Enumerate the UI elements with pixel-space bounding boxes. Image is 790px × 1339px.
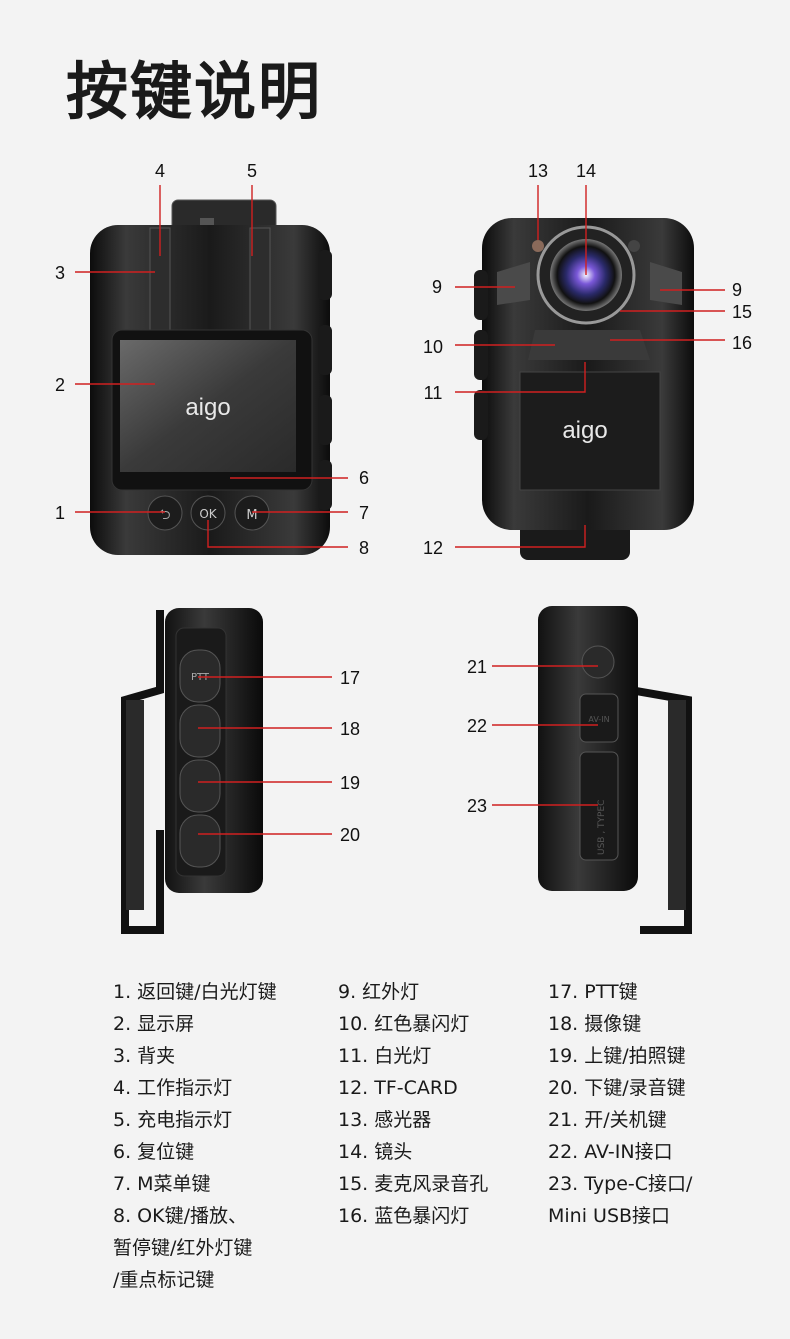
logo-aigo-lens: aigo <box>562 417 607 444</box>
legend-column-3: 17. PTT键 18. 摄像键 19. 上键/拍照键 20. 下键/录音键 2… <box>548 976 692 1232</box>
callout-4: 4 <box>155 161 165 181</box>
legend-item: Mini USB接口 <box>548 1205 671 1227</box>
svg-text:USB , TYPEC: USB , TYPEC <box>597 800 607 855</box>
legend-item: 4. 工作指示灯 <box>113 1077 233 1099</box>
svg-text:OK: OK <box>199 507 217 521</box>
logo-aigo-front: aigo <box>185 394 230 421</box>
callout-12: 12 <box>423 538 443 558</box>
page-title: 按键说明 <box>66 55 323 128</box>
legend-item: 8. OK键/播放、 <box>113 1205 247 1227</box>
down-button <box>179 814 221 868</box>
legend-item: 9. 红外灯 <box>338 981 420 1003</box>
callout-8: 8 <box>359 538 369 558</box>
callout-5: 5 <box>247 161 257 181</box>
legend-item: 10. 红色暴闪灯 <box>338 1013 470 1035</box>
legend-item: 14. 镜头 <box>338 1141 413 1163</box>
legend-column-2: 9. 红外灯 10. 红色暴闪灯 11. 白光灯 12. TF-CARD 13.… <box>338 976 488 1232</box>
callout-22: 22 <box>467 716 487 736</box>
callout-21: 21 <box>467 657 487 677</box>
legend-item: /重点标记键 <box>113 1269 215 1291</box>
legend-item: 1. 返回键/白光灯键 <box>113 981 277 1003</box>
legend-item: 5. 充电指示灯 <box>113 1109 233 1131</box>
legend-item: 2. 显示屏 <box>113 1013 195 1035</box>
back-button <box>147 495 183 531</box>
callout-13: 13 <box>528 161 548 181</box>
callout-19: 19 <box>340 773 360 793</box>
device-side-ports: AV-IN USB , TYPEC <box>538 606 692 934</box>
svg-text:⮌: ⮌ <box>159 507 170 523</box>
callout-3: 3 <box>55 263 65 283</box>
callout-16: 16 <box>732 333 752 353</box>
legend-item: 21. 开/关机键 <box>548 1109 667 1131</box>
power-button <box>581 645 615 679</box>
legend-item: 暂停键/红外灯键 <box>113 1237 253 1259</box>
svg-text:AV-IN: AV-IN <box>588 715 609 724</box>
device-diagram: aigo ⮌ OK M aigo PTT <box>55 161 752 934</box>
legend-item: 17. PTT键 <box>548 981 638 1003</box>
legend-item: 20. 下键/录音键 <box>548 1077 686 1099</box>
callout-10: 10 <box>423 337 443 357</box>
svg-text:M: M <box>246 508 257 523</box>
legend-item: 3. 背夹 <box>113 1045 176 1067</box>
device-side-buttons: PTT <box>121 608 263 934</box>
callout-9-right: 9 <box>732 280 742 300</box>
device-front-lens: aigo <box>474 218 694 560</box>
callout-23: 23 <box>467 796 487 816</box>
up-button <box>179 759 221 813</box>
av-in-port <box>579 693 619 743</box>
device-front-screen: aigo ⮌ OK M <box>90 199 332 555</box>
callout-17: 17 <box>340 668 360 688</box>
legend-item: 11. 白光灯 <box>338 1045 432 1067</box>
callout-18: 18 <box>340 719 360 739</box>
legend-item: 18. 摄像键 <box>548 1013 642 1035</box>
m-button <box>234 495 270 531</box>
callout-6: 6 <box>359 468 369 488</box>
legend-item: 19. 上键/拍照键 <box>548 1045 686 1067</box>
legend-item: 23. Type-C接口/ <box>548 1173 693 1195</box>
callout-numbers: 4 5 3 2 1 6 7 8 13 14 9 9 15 10 16 11 12… <box>55 161 752 845</box>
leader-lines <box>75 185 725 835</box>
legend-column-1: 1. 返回键/白光灯键 2. 显示屏 3. 背夹 4. 工作指示灯 5. 充电指… <box>113 976 277 1296</box>
legend-item: 12. TF-CARD <box>338 1077 458 1099</box>
callout-7: 7 <box>359 503 369 523</box>
record-button <box>179 704 221 758</box>
legend-item: 7. M菜单键 <box>113 1173 211 1195</box>
legend-item: 22. AV-IN接口 <box>548 1141 673 1163</box>
callout-14: 14 <box>576 161 596 181</box>
legend-item: 15. 麦克风录音孔 <box>338 1173 489 1195</box>
legend-item: 6. 复位键 <box>113 1141 195 1163</box>
usb-port <box>579 751 619 861</box>
callout-9-left: 9 <box>432 277 442 297</box>
callout-1: 1 <box>55 503 65 523</box>
callout-15: 15 <box>732 302 752 322</box>
callout-11: 11 <box>424 383 443 403</box>
ptt-button <box>179 649 221 703</box>
callout-20: 20 <box>340 825 360 845</box>
legend-item: 16. 蓝色暴闪灯 <box>338 1205 470 1227</box>
callout-2: 2 <box>55 375 65 395</box>
legend-item: 13. 感光器 <box>338 1109 432 1131</box>
